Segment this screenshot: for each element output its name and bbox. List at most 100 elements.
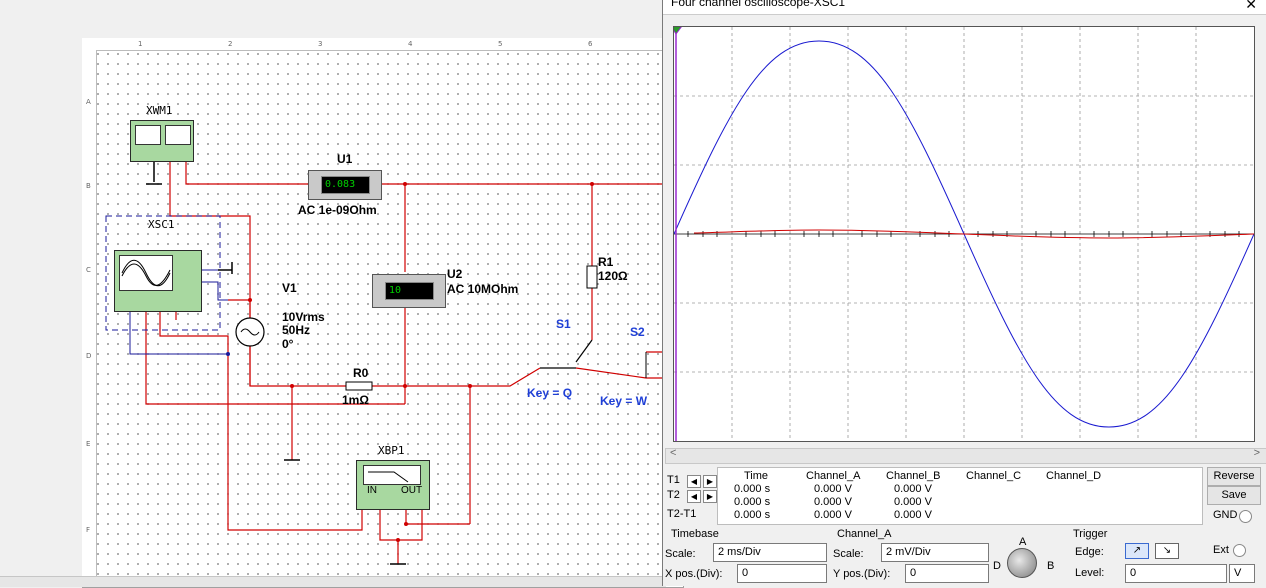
level-input[interactable]: 0 bbox=[1125, 564, 1227, 583]
ruler-col-5: 5 bbox=[498, 40, 503, 48]
knob-a-label: A bbox=[1019, 536, 1027, 548]
knob-d-label: D bbox=[993, 560, 1001, 572]
reverse-button[interactable]: Reverse bbox=[1207, 467, 1261, 486]
cursor-readout-table: Time Channel_A Channel_B Channel_C Chann… bbox=[717, 467, 1203, 525]
t2-t1-label: T2-T1 bbox=[667, 508, 697, 520]
channel-scale-input[interactable]: 2 mV/Div bbox=[881, 543, 989, 562]
edge-label: Edge: bbox=[1075, 546, 1104, 558]
xbp1-in-label: IN bbox=[367, 485, 377, 496]
ruler-col-3: 3 bbox=[318, 40, 323, 48]
scope-waveform-plot bbox=[670, 25, 1255, 441]
t2-label: T2 bbox=[667, 489, 680, 501]
t1-time: 0.000 s bbox=[734, 483, 771, 495]
ruler-col-6: 6 bbox=[588, 40, 593, 48]
rising-edge-icon[interactable]: ↗ bbox=[1125, 543, 1149, 559]
oscilloscope-window: Four channel oscilloscope-XSC1 ✕ bbox=[662, 0, 1266, 586]
t1-right-arrow-icon[interactable]: ▶ bbox=[703, 475, 717, 488]
header-channel-c: Channel_C bbox=[966, 470, 1022, 482]
scroll-right-icon[interactable]: > bbox=[1253, 447, 1260, 459]
scope-display[interactable] bbox=[670, 25, 1255, 442]
ruler-col-1: 1 bbox=[138, 40, 143, 48]
header-time: Time bbox=[744, 470, 769, 482]
ruler-row-c: C bbox=[86, 266, 91, 274]
ruler-row-d: D bbox=[86, 352, 92, 360]
ruler-col-4: 4 bbox=[408, 40, 413, 48]
schematic-wiring bbox=[105, 160, 664, 565]
level-label: Level: bbox=[1075, 567, 1105, 579]
t2-left-arrow-icon[interactable]: ◀ bbox=[687, 490, 701, 503]
bode-curve-icon bbox=[363, 465, 421, 485]
scope-hscrollbar[interactable]: < > bbox=[665, 447, 1266, 464]
ext-label: Ext bbox=[1213, 544, 1229, 556]
t1-channel-a: 0.000 V bbox=[814, 483, 852, 495]
close-icon[interactable]: ✕ bbox=[1245, 0, 1257, 12]
t2-channel-b: 0.000 V bbox=[894, 496, 932, 508]
ext-radio[interactable] bbox=[1233, 544, 1246, 557]
r0-value: 1mΩ bbox=[342, 393, 369, 407]
xwm1-label: XWM1 bbox=[146, 104, 173, 117]
t2-channel-a: 0.000 V bbox=[814, 496, 852, 508]
header-channel-d: Channel_D bbox=[1046, 470, 1102, 482]
oscilloscope-xsc1[interactable] bbox=[114, 250, 202, 312]
cursor-t1-handle[interactable] bbox=[670, 25, 683, 35]
t1-label: T1 bbox=[667, 474, 680, 486]
v1-name: V1 bbox=[282, 281, 297, 295]
s1-key: Key = Q bbox=[527, 386, 573, 400]
r0-name: R0 bbox=[353, 366, 369, 380]
t2-t1-channel-a: 0.000 V bbox=[814, 509, 852, 521]
amp-gauge-icon bbox=[165, 125, 191, 145]
xbp1-label: XBP1 bbox=[378, 444, 405, 457]
u2-display: 10 bbox=[385, 282, 434, 300]
ammeter-u1[interactable]: 0.083 bbox=[308, 170, 382, 200]
timebase-scale-label: Scale: bbox=[665, 548, 696, 560]
r1-value: 120Ω bbox=[598, 269, 628, 283]
level-unit[interactable]: V bbox=[1229, 564, 1255, 583]
r1-name: R1 bbox=[598, 255, 614, 269]
timebase-scale-input[interactable]: 2 ms/Div bbox=[713, 543, 827, 562]
s1-name: S1 bbox=[556, 317, 571, 331]
t2-t1-channel-b: 0.000 V bbox=[894, 509, 932, 521]
u2-name: U2 bbox=[447, 267, 463, 281]
ypos-label: Y pos.(Div): bbox=[833, 568, 891, 580]
u1-display: 0.083 bbox=[321, 176, 370, 194]
u1-name: U1 bbox=[337, 152, 353, 166]
ruler-left: A B C D E F bbox=[82, 50, 97, 586]
trigger-title: Trigger bbox=[1073, 528, 1108, 540]
channel-title: Channel_A bbox=[837, 528, 892, 540]
save-button[interactable]: Save bbox=[1207, 486, 1261, 505]
volt-gauge-icon bbox=[135, 125, 161, 145]
scope-window-title: Four channel oscilloscope-XSC1 bbox=[671, 0, 846, 9]
ruler-row-e: E bbox=[86, 440, 91, 448]
scope-screen-icon bbox=[119, 255, 173, 291]
t2-time: 0.000 s bbox=[734, 496, 771, 508]
ypos-input[interactable]: 0 bbox=[905, 564, 989, 583]
header-channel-b: Channel_B bbox=[886, 470, 941, 482]
v1-phase: 0° bbox=[282, 337, 294, 351]
scroll-left-icon[interactable]: < bbox=[670, 447, 677, 459]
bode-plotter-xbp1[interactable]: IN OUT bbox=[356, 460, 430, 510]
t1-channel-b: 0.000 V bbox=[894, 483, 932, 495]
scope-titlebar[interactable]: Four channel oscilloscope-XSC1 ✕ bbox=[663, 0, 1266, 15]
schematic-hscrollbar[interactable] bbox=[0, 576, 666, 587]
t2-right-arrow-icon[interactable]: ▶ bbox=[703, 490, 717, 503]
channel-b-trace bbox=[693, 229, 1255, 239]
xpos-label: X pos.(Div): bbox=[665, 568, 723, 580]
channel-scale-label: Scale: bbox=[833, 548, 864, 560]
u1-desc: AC 1e-09Ohm bbox=[298, 203, 377, 217]
channel-selector-knob[interactable] bbox=[1007, 548, 1037, 578]
voltmeter-u2[interactable]: 10 bbox=[372, 274, 446, 308]
u2-desc: AC 10MOhm bbox=[447, 282, 519, 296]
t2-t1-time: 0.000 s bbox=[734, 509, 771, 521]
xpos-input[interactable]: 0 bbox=[737, 564, 827, 583]
header-channel-a: Channel_A bbox=[806, 470, 861, 482]
xbp1-out-label: OUT bbox=[401, 485, 423, 496]
falling-edge-icon[interactable]: ↘ bbox=[1155, 543, 1179, 559]
gnd-label: GND bbox=[1213, 509, 1238, 521]
gnd-radio[interactable] bbox=[1239, 510, 1252, 523]
ruler-row-f: F bbox=[86, 526, 91, 534]
s2-name: S2 bbox=[630, 325, 645, 339]
xsc1-label: XSC1 bbox=[148, 218, 175, 231]
wattmeter-xwm1[interactable] bbox=[130, 120, 194, 162]
ruler-top: 1 2 3 4 5 6 bbox=[82, 38, 682, 51]
t1-left-arrow-icon[interactable]: ◀ bbox=[687, 475, 701, 488]
